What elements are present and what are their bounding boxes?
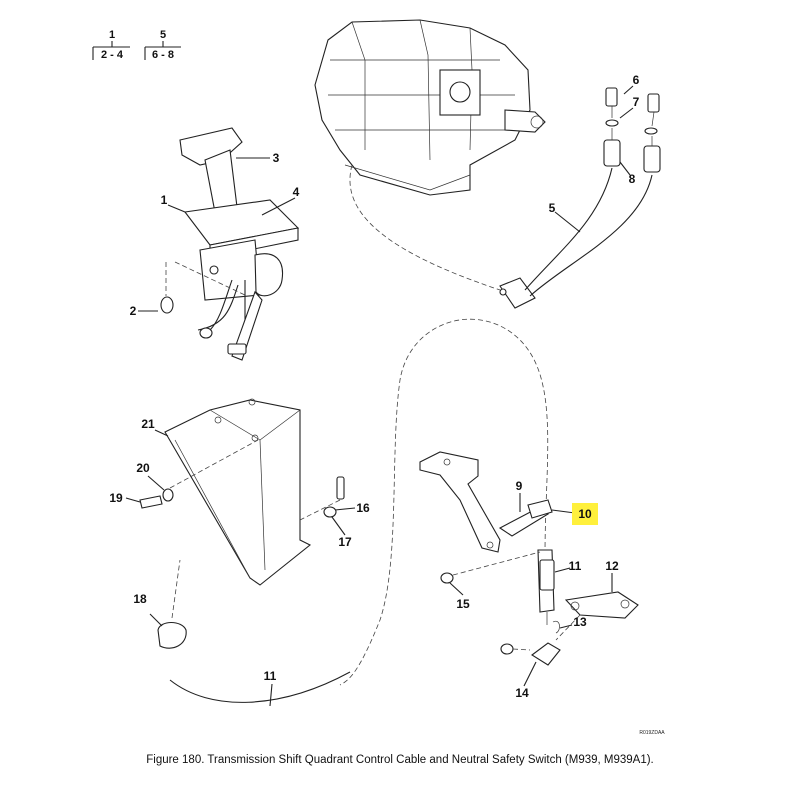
callouts: 1 2 3 4 5 6 7 8 9 10 11 12 13 14 15 16 1… (109, 73, 639, 700)
legend-bottom-2: 6 - 8 (152, 49, 174, 61)
callout-6: 6 (633, 73, 640, 87)
legend: 1 2 - 4 5 6 - 8 (92, 29, 181, 61)
callout-16: 16 (356, 501, 370, 515)
callout-2: 2 (130, 304, 137, 318)
callout-highlight (572, 503, 598, 525)
callout-10: 10 (578, 507, 592, 521)
callout-9: 9 (516, 479, 523, 493)
neutral-safety-switch (499, 87, 661, 309)
drawing-code: R019ZDAA (639, 730, 665, 736)
cable-linkage (419, 451, 639, 666)
callout-17: 17 (338, 535, 352, 549)
callout-3: 3 (273, 151, 280, 165)
callout-11-upper: 11 (569, 559, 582, 573)
callout-leaders (125, 85, 634, 707)
figure-caption: Figure 180. Transmission Shift Quadrant … (146, 754, 654, 766)
callout-1: 1 (161, 193, 168, 207)
callout-5: 5 (549, 201, 556, 215)
callout-4: 4 (293, 185, 300, 199)
callout-8: 8 (629, 172, 636, 186)
callout-21: 21 (141, 417, 155, 431)
callout-11-lower: 11 (264, 669, 277, 683)
legend-bottom-1: 2 - 4 (101, 49, 124, 61)
legend-top-2: 5 (160, 29, 166, 41)
callout-20: 20 (136, 461, 150, 475)
callout-12: 12 (605, 559, 619, 573)
callout-18: 18 (133, 592, 147, 606)
transmission-illustration (314, 19, 546, 196)
shift-quadrant (160, 127, 300, 361)
callout-19: 19 (109, 491, 123, 505)
legend-top-1: 1 (109, 29, 115, 41)
quadrant-bracket (139, 398, 351, 703)
cable-routing-leader (339, 318, 549, 686)
callout-15: 15 (456, 597, 470, 611)
transmission-leader (349, 164, 501, 291)
callout-14: 14 (515, 686, 529, 700)
callout-7: 7 (633, 95, 640, 109)
callout-13: 13 (573, 615, 587, 629)
